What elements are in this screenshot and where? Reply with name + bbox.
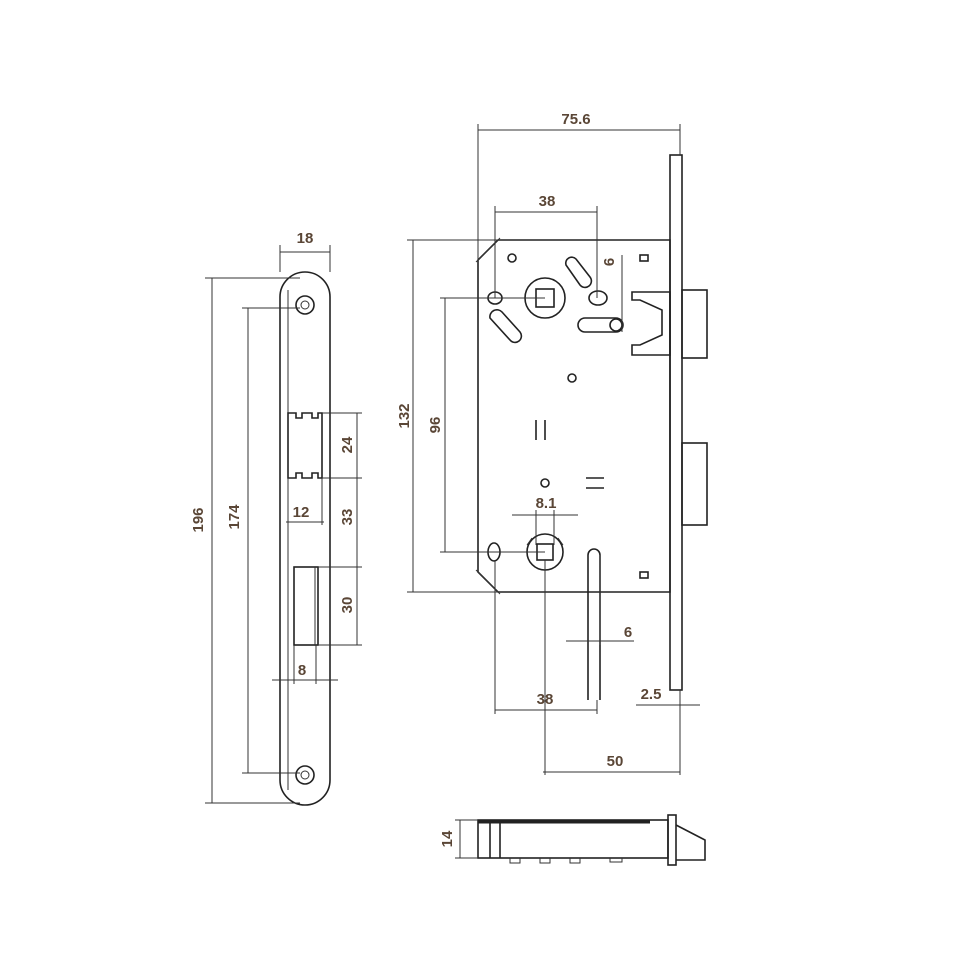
bolt-cutout xyxy=(293,566,319,646)
dim-faceplate-width: 18 xyxy=(297,230,314,247)
dim-latch-cutout-width: 12 xyxy=(293,504,310,521)
side-view: 14 xyxy=(439,814,706,866)
dim-thickness: 14 xyxy=(439,830,456,847)
dim-overall-width: 75.6 xyxy=(561,111,590,128)
dim-body-height: 132 xyxy=(396,403,413,428)
dim-latch-offset: 6 xyxy=(601,258,618,266)
dim-cylinder-width: 8.1 xyxy=(536,495,557,512)
dim-slot-width: 6 xyxy=(624,624,632,641)
dim-latch-cutout-height: 24 xyxy=(339,436,356,453)
dim-cutout-gap: 33 xyxy=(339,509,356,526)
dim-bottom-spacing: 38 xyxy=(537,691,554,708)
dead-bolt xyxy=(681,442,708,526)
lock-body-view: 75.6 38 132 96 6 8.1 6 38 2.5 50 xyxy=(396,111,708,775)
lock-faceplate xyxy=(669,154,683,691)
dim-bolt-cutout-width: 8 xyxy=(298,662,306,679)
faceplate-view: 18 196 174 24 33 30 12 8 xyxy=(190,230,362,806)
dim-total-length: 196 xyxy=(190,507,207,532)
screw-hole-bottom xyxy=(295,765,315,785)
dim-faceplate-thickness: 2.5 xyxy=(641,686,662,703)
dim-backset: 50 xyxy=(607,753,624,770)
dim-bolt-cutout-height: 30 xyxy=(339,597,356,614)
side-faceplate xyxy=(667,814,677,866)
dim-center-distance: 96 xyxy=(427,417,444,434)
side-case xyxy=(477,819,669,859)
latch-mechanism xyxy=(631,291,671,356)
dim-top-spacing: 38 xyxy=(539,193,556,210)
screw-hole-top xyxy=(295,295,315,315)
latch-cutout xyxy=(287,412,323,479)
latch-bolt xyxy=(681,289,708,359)
dim-screw-spacing: 174 xyxy=(226,504,243,530)
